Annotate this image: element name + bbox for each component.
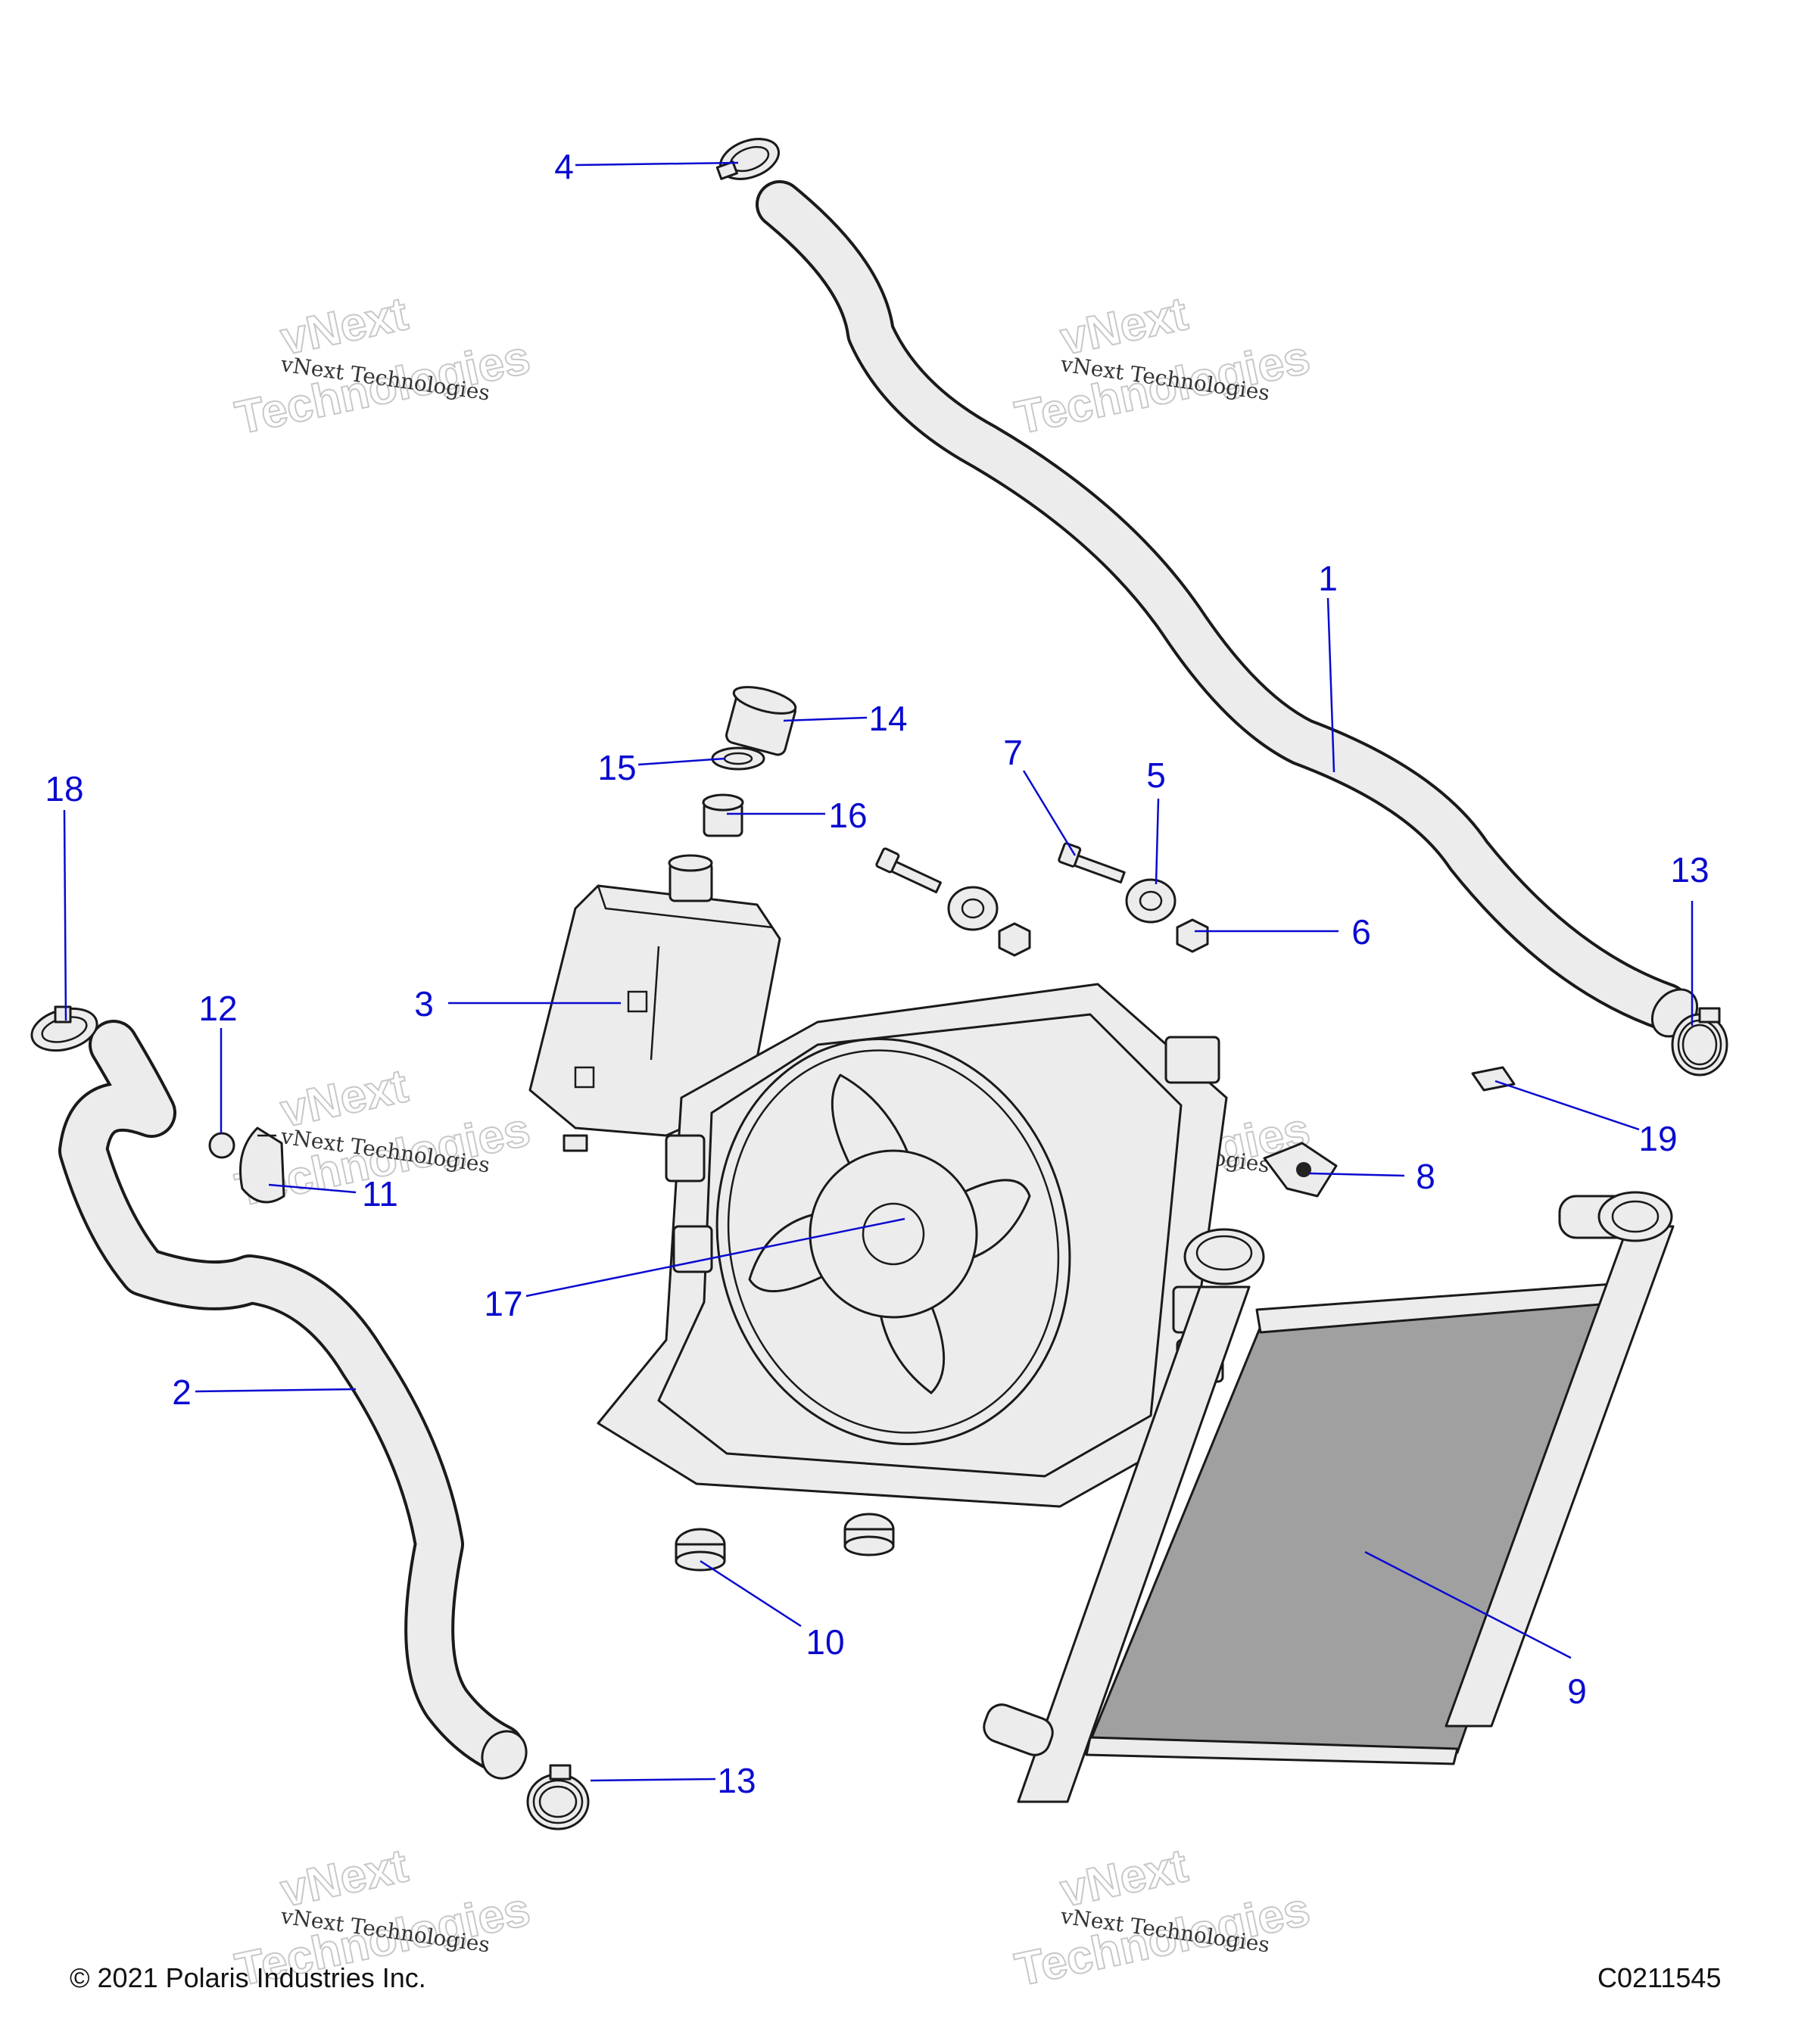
hose-clamp-13-lower bbox=[526, 1764, 590, 1831]
callout-13-upper: 13 bbox=[1670, 850, 1709, 1026]
callout-1: 1 bbox=[1318, 559, 1338, 773]
coolant-reservoir bbox=[528, 854, 781, 1152]
callout-2: 2 bbox=[172, 1373, 357, 1412]
grommet-left bbox=[947, 886, 999, 931]
callout-15: 15 bbox=[597, 748, 726, 787]
callout-16: 16 bbox=[727, 796, 868, 835]
callout-19: 19 bbox=[1494, 1080, 1678, 1158]
callout-label: 13 bbox=[1670, 850, 1709, 890]
callout-6: 6 bbox=[1195, 912, 1371, 952]
callout-label: 15 bbox=[597, 748, 636, 787]
fan-shroud-assembly bbox=[597, 983, 1228, 1508]
callout-label: 14 bbox=[868, 699, 907, 738]
figure-code: C0211545 bbox=[1597, 1962, 1722, 1993]
callout-label: 1 bbox=[1318, 559, 1338, 598]
watermark-top-left: vNext Technologies bbox=[230, 287, 535, 445]
rubber-mount-right bbox=[843, 1513, 895, 1556]
callout-label: 2 bbox=[172, 1373, 192, 1412]
callout-label: 6 bbox=[1351, 912, 1371, 952]
nut-left bbox=[998, 922, 1031, 957]
callout-label: 13 bbox=[717, 1761, 756, 1800]
fan-connector bbox=[1263, 1142, 1338, 1198]
hose-bracket bbox=[239, 1126, 285, 1204]
radiator bbox=[983, 1191, 1675, 1803]
callout-17: 17 bbox=[484, 1217, 905, 1323]
filler-neck bbox=[702, 793, 744, 837]
callout-label: 5 bbox=[1146, 756, 1166, 795]
callout-5: 5 bbox=[1146, 756, 1166, 885]
push-clip bbox=[208, 1132, 235, 1159]
callout-label: 7 bbox=[1003, 733, 1023, 772]
callout-label: 16 bbox=[828, 796, 867, 835]
watermark-bottom-right: vNext Technologies bbox=[1010, 1839, 1315, 1997]
callout-8: 8 bbox=[1309, 1157, 1435, 1196]
callout-label: 3 bbox=[414, 984, 434, 1024]
callout-label: 8 bbox=[1416, 1157, 1435, 1196]
upper-radiator-hose bbox=[756, 180, 1699, 1038]
warning-label bbox=[1471, 1066, 1516, 1092]
callout-13-lower: 13 bbox=[590, 1761, 756, 1800]
grommet-right bbox=[1125, 878, 1177, 924]
callout-label: 17 bbox=[484, 1284, 522, 1323]
callout-9: 9 bbox=[1364, 1550, 1587, 1711]
callout-12: 12 bbox=[198, 989, 238, 1133]
hose-clamp-4 bbox=[715, 138, 780, 180]
callout-14: 14 bbox=[783, 699, 908, 738]
lower-radiator-hose bbox=[58, 1020, 528, 1780]
callout-7: 7 bbox=[1003, 733, 1077, 856]
mount-bolt-right bbox=[1058, 842, 1126, 884]
hose-clamp-13-upper bbox=[1671, 1007, 1728, 1077]
reservoir-cap bbox=[725, 686, 797, 756]
nut-right bbox=[1176, 918, 1209, 953]
callout-label: 18 bbox=[45, 769, 83, 809]
callout-3: 3 bbox=[414, 984, 621, 1024]
callout-10: 10 bbox=[700, 1559, 845, 1662]
callout-18: 18 bbox=[45, 769, 84, 1021]
callout-11: 11 bbox=[268, 1174, 398, 1214]
callouts: 1 2 3 4 5 6 7 8 bbox=[45, 147, 1709, 1800]
callout-label: 11 bbox=[362, 1174, 398, 1214]
copyright-text: © 2021 Polaris Industries Inc. bbox=[70, 1962, 426, 1993]
watermark-top-right: vNext Technologies bbox=[1010, 287, 1315, 445]
mount-bolt-left bbox=[875, 847, 943, 893]
callout-4: 4 bbox=[554, 147, 739, 186]
callout-label: 9 bbox=[1567, 1672, 1587, 1711]
callout-label: 12 bbox=[198, 989, 237, 1028]
rubber-mount-left bbox=[675, 1528, 726, 1572]
cap-seal bbox=[711, 746, 765, 771]
callout-label: 10 bbox=[806, 1622, 844, 1662]
callout-label: 4 bbox=[554, 147, 574, 186]
callout-label: 19 bbox=[1638, 1119, 1677, 1158]
